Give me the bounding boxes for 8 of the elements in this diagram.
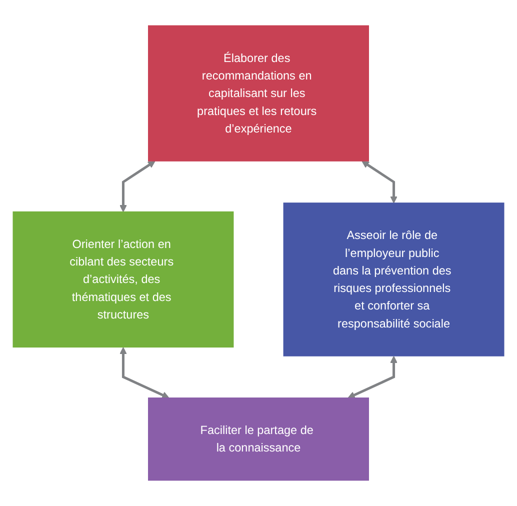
double-arrow [348,356,398,399]
double-arrow [120,347,170,399]
process-box: Asseoir le rôle de l’employeur public dans la prévention des risques professionnels et conforter sa responsabilité sociale [283,202,504,356]
process-box: Faciliter le partage de la connaissance [148,398,369,481]
double-arrow [120,160,156,212]
double-arrow [362,160,398,204]
process-box: Orienter l’action en ciblant des secteurs d’activités, des thématiques et des structures [12,211,234,348]
process-box: Élaborer des recommandations en capitalisant sur les pratiques et les retours d’expérience [148,25,369,162]
